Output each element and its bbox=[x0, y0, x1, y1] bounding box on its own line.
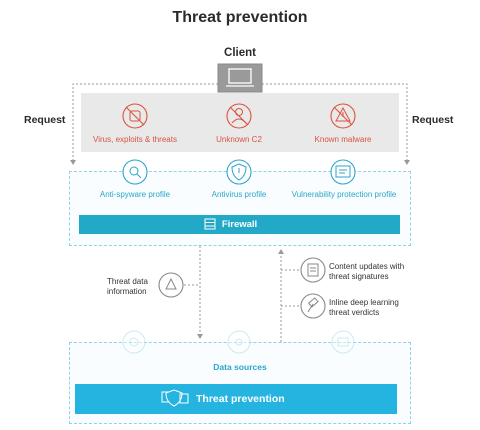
shield-alert-icon bbox=[226, 159, 252, 185]
page-title: Threat prevention bbox=[172, 9, 308, 26]
client-computer-icon bbox=[217, 63, 263, 93]
request-left-arrow bbox=[70, 160, 76, 165]
bug-crossed-icon bbox=[122, 103, 148, 129]
inline-dl-line1: Inline deep learning bbox=[329, 298, 399, 307]
network-source-icon bbox=[227, 330, 251, 354]
threat-band bbox=[81, 93, 399, 152]
threat-c2-label: Unknown C2 bbox=[216, 135, 262, 144]
threat-info-icon bbox=[158, 272, 184, 298]
gavel-icon bbox=[300, 293, 326, 319]
cloud-source-icon bbox=[122, 330, 146, 354]
threat-data-text: Threat data information bbox=[107, 277, 148, 297]
firewall-bar bbox=[79, 215, 400, 234]
database-source-icon bbox=[331, 330, 355, 354]
firewall-icon bbox=[204, 218, 216, 230]
client-label: Client bbox=[224, 47, 256, 59]
document-list-icon bbox=[300, 257, 326, 283]
security-bundle-icon bbox=[161, 389, 189, 407]
content-updates-line2: threat signatures bbox=[329, 272, 389, 281]
warning-crossed-icon bbox=[330, 103, 356, 129]
data-flow-lines bbox=[184, 246, 300, 342]
hacker-crossed-icon bbox=[226, 103, 252, 129]
up-arrow bbox=[278, 249, 284, 254]
data-source-icons bbox=[122, 330, 355, 354]
content-updates-text: Content updates with threat signatures bbox=[329, 262, 404, 282]
firewall-label: Firewall bbox=[221, 219, 258, 230]
threat-data-line1: Threat data bbox=[107, 277, 148, 286]
threat-prevention-bar bbox=[75, 384, 397, 414]
request-path-lines bbox=[72, 83, 408, 162]
inline-dl-line2: threat verdicts bbox=[329, 308, 380, 317]
request-left-label: Request bbox=[24, 114, 66, 126]
profile-vulnerability-label: Vulnerability protection profile bbox=[291, 190, 397, 199]
data-sources-label: Data sources bbox=[213, 362, 267, 372]
profile-antivirus-label: Antivirus profile bbox=[211, 190, 267, 199]
inline-dl-text: Inline deep learning threat verdicts bbox=[329, 298, 399, 318]
request-right-arrow bbox=[404, 160, 410, 165]
request-right-label: Request bbox=[412, 114, 454, 126]
vulnerability-icon bbox=[330, 159, 356, 185]
threat-malware-label: Known malware bbox=[314, 135, 372, 144]
content-updates-line1: Content updates with bbox=[329, 262, 405, 271]
down-arrow bbox=[197, 334, 203, 339]
threat-prevention-label: Threat prevention bbox=[196, 393, 285, 405]
spyware-icon bbox=[122, 159, 148, 185]
threat-data-line2: information bbox=[107, 287, 147, 296]
threat-virus-label: Virus, exploits & threats bbox=[93, 135, 177, 144]
profile-antispyware-label: Anti-spyware profile bbox=[99, 190, 171, 199]
